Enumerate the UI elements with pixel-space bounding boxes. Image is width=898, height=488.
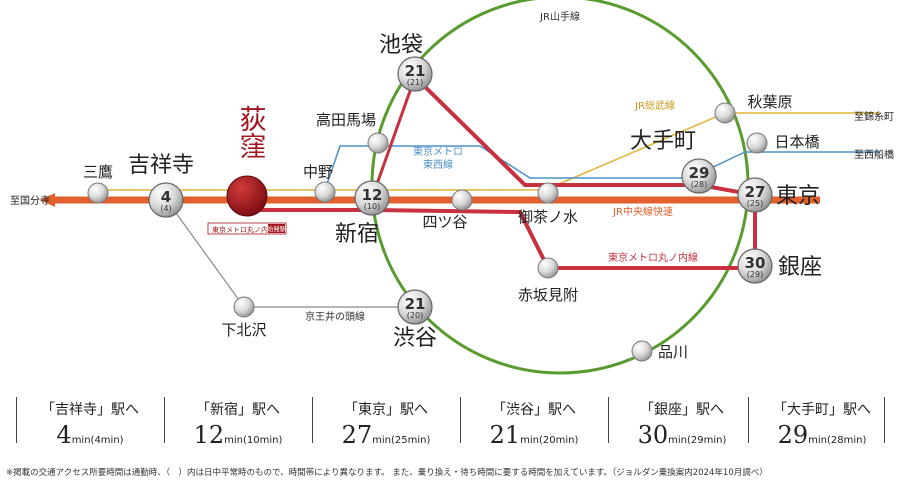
akihabara-label: 秋葉原	[747, 93, 792, 111]
time-value: 21min(20min)	[489, 421, 579, 449]
time-otemachi: 「大手町」駅へ 29min(28min)	[748, 393, 896, 449]
ochanomizu-label: 御茶ノ水	[518, 208, 578, 226]
kichijoji-num: 4	[161, 188, 171, 206]
ikebukuro-num: 21	[405, 62, 426, 80]
direction-kinshicho: 至錦糸町	[854, 110, 894, 123]
akasakamitsuke-label: 赤坂見附	[518, 286, 578, 304]
time-kichijoji: 「吉祥寺」駅へ 4min(4min)	[16, 393, 164, 449]
sobu-line-label: JR総武線	[634, 99, 675, 112]
ogikubo-tag	[207, 222, 287, 235]
kichijoji-sub: (4)	[160, 204, 171, 213]
station-nakano	[314, 181, 336, 203]
ogikubo-badge: 始発駅	[267, 224, 287, 233]
time-ginza: 「銀座」駅へ 30min(29min)	[608, 393, 756, 449]
time-shibuya: 「渋谷」駅へ 21min(20min)	[460, 393, 608, 449]
otemachi-sub: (28)	[691, 180, 707, 189]
time-label: 「東京」駅へ	[344, 402, 428, 418]
end-separator	[884, 397, 885, 443]
station-nihonbashi	[746, 132, 768, 154]
time-value: 4min(4min)	[56, 421, 124, 449]
ikebukuro-sub: (21)	[407, 78, 423, 87]
footnote: ※掲載の交通アクセス所要時間は通勤時、（ ）内は日中平常時のもので、時間帯により…	[6, 468, 768, 478]
nakano-label: 中野	[303, 163, 333, 181]
route-map: 4 (4) 12 (10) 21 (21) 21 (20) 29 (28) 27…	[10, 0, 894, 375]
station-mitaka	[87, 182, 109, 204]
station-yotsuya	[451, 189, 473, 211]
station-shimokitazawa	[233, 296, 255, 318]
nihonbashi-label: 日本橋	[774, 133, 819, 151]
direction-nishifunabashi: 至西船橋	[854, 148, 894, 161]
station-shibuya-marker: 21 (20)	[397, 289, 433, 325]
tokyo-num: 27	[745, 183, 766, 201]
station-ginza-marker: 30 (29)	[737, 248, 773, 284]
time-value: 27min(25min)	[341, 421, 431, 449]
station-akihabara	[714, 102, 736, 124]
tozai-line	[324, 145, 880, 191]
takadanobaba-label: 高田馬場	[316, 111, 376, 129]
station-tokyo-marker: 27 (25)	[737, 177, 773, 213]
shibuya-sub: (20)	[407, 311, 423, 320]
station-shinagawa	[631, 340, 653, 362]
tozai-line-label-2: 東西線	[423, 158, 453, 171]
tokyo-sub: (25)	[747, 199, 763, 208]
time-value: 29min(28min)	[777, 421, 867, 449]
time-value: 30min(29min)	[637, 421, 727, 449]
tozai-line-label-1: 東京メトロ	[413, 145, 463, 158]
shibuya-label: 渋谷	[393, 326, 437, 351]
travel-times-row: 「吉祥寺」駅へ 4min(4min) 「新宿」駅へ 12min(10min) 「…	[0, 393, 898, 455]
ogikubo-badge-bg	[268, 224, 285, 233]
ginza-sub: (29)	[747, 270, 763, 279]
time-label: 「渋谷」駅へ	[492, 402, 576, 418]
station-otemachi-marker: 29 (28)	[681, 158, 717, 194]
chuo-arrow	[40, 193, 55, 207]
time-label: 「新宿」駅へ	[196, 402, 280, 418]
time-value: 12min(10min)	[193, 421, 283, 449]
station-ogikubo-marker	[226, 175, 268, 217]
station-kichijoji-marker: 4 (4)	[148, 182, 184, 218]
shimokitazawa-label: 下北沢	[221, 321, 266, 339]
otemachi-label: 大手町	[630, 129, 696, 154]
ginza-label: 銀座	[778, 255, 822, 280]
time-label: 「吉祥寺」駅へ	[41, 402, 139, 418]
ogikubo-sub: 東京メトロ丸ノ内線	[212, 225, 275, 234]
shibuya-num: 21	[405, 295, 426, 313]
shinagawa-label: 品川	[658, 343, 688, 361]
ginza-num: 30	[745, 254, 766, 272]
yamanote-line-label: JR山手線	[539, 10, 580, 23]
chuo-line-label: JR中央線快速	[612, 205, 673, 218]
station-ochanomizu	[537, 182, 559, 204]
time-label: 「大手町」駅へ	[773, 402, 871, 418]
otemachi-num: 29	[689, 164, 710, 182]
direction-kokubunji: 至国分寺	[10, 195, 50, 207]
inokashira-line-label: 京王井の頭線	[305, 310, 365, 323]
marunouchi-branch	[370, 76, 417, 199]
time-tokyo: 「東京」駅へ 27min(25min)	[312, 393, 460, 449]
shinjuku-num: 12	[362, 186, 383, 204]
station-shinjuku-marker: 12 (10)	[354, 180, 390, 216]
shinjuku-sub: (10)	[364, 202, 380, 211]
marunouchi-line-label: 東京メトロ丸ノ内線	[608, 251, 698, 264]
ogikubo-label: 荻窪	[235, 105, 266, 159]
mitaka-label: 三鷹	[83, 163, 113, 181]
station-ikebukuro-marker: 21 (21)	[397, 56, 433, 92]
time-label: 「銀座」駅へ	[640, 402, 724, 418]
ikebukuro-label: 池袋	[379, 33, 423, 58]
kichijoji-label: 吉祥寺	[128, 153, 194, 178]
station-takadanobaba	[367, 132, 389, 154]
tokyo-label: 東京	[776, 184, 820, 209]
shinjuku-label: 新宿	[335, 222, 379, 247]
time-shinjuku: 「新宿」駅へ 12min(10min)	[164, 393, 312, 449]
station-akasakamitsuke	[537, 257, 559, 279]
yotsuya-label: 四ツ谷	[422, 213, 467, 231]
